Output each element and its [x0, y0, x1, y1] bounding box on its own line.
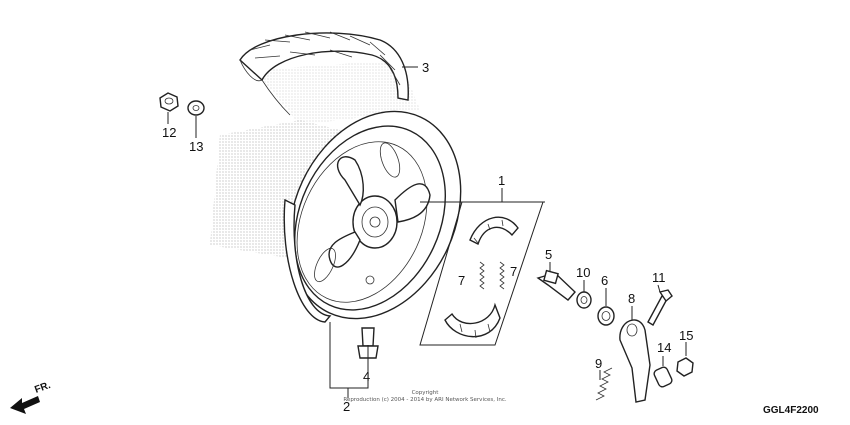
brake-shoe-upper[interactable] — [469, 216, 519, 245]
callout-bolt-11: 11 — [652, 270, 666, 285]
callout-spring-left: 7 — [458, 273, 465, 288]
spring-7-left[interactable] — [479, 261, 485, 290]
front-arrow-icon — [10, 396, 40, 414]
leader-lines — [167, 66, 687, 398]
nut-15[interactable] — [676, 357, 694, 377]
pin-14[interactable] — [653, 366, 673, 388]
callout-tire: 3 — [422, 60, 429, 75]
front-indicator-label: FR. — [33, 380, 52, 396]
brake-shoe-frame[interactable] — [419, 201, 545, 346]
diagram-code: GGL4F2200 — [763, 405, 819, 416]
brake-arm[interactable] — [619, 319, 651, 403]
callout-spring-right: 7 — [510, 264, 517, 279]
callout-pin-14: 14 — [657, 340, 671, 355]
nut-12[interactable] — [159, 92, 179, 112]
seal-6[interactable] — [597, 306, 615, 326]
callout-spring-9: 9 — [595, 356, 602, 371]
callout-valve: 4 — [363, 369, 370, 384]
tire[interactable] — [239, 31, 409, 116]
copyright-title: Copyright — [412, 390, 440, 396]
callout-nut-12: 12 — [162, 125, 176, 140]
spring-9[interactable] — [595, 367, 613, 401]
callout-washer-13: 13 — [189, 139, 203, 154]
washer-13[interactable] — [187, 100, 205, 116]
callout-wheel: 2 — [343, 399, 350, 414]
callout-seal-6: 6 — [601, 273, 608, 288]
brake-shoe-lower[interactable] — [444, 302, 501, 339]
washer-10[interactable] — [576, 291, 592, 309]
callout-brake-shoe-set: 1 — [498, 173, 505, 188]
brake-cam[interactable] — [536, 269, 576, 301]
spring-7-right[interactable] — [499, 261, 505, 290]
bolt-11[interactable] — [647, 289, 673, 326]
callout-nut-15: 15 — [679, 328, 693, 343]
callout-cam: 5 — [545, 247, 552, 262]
callout-arm-8: 8 — [628, 291, 635, 306]
wheel[interactable] — [257, 83, 493, 346]
copyright-line: Reproduction (c) 2004 - 2014 by ARI Netw… — [343, 397, 507, 403]
callout-washer-10: 10 — [576, 265, 590, 280]
